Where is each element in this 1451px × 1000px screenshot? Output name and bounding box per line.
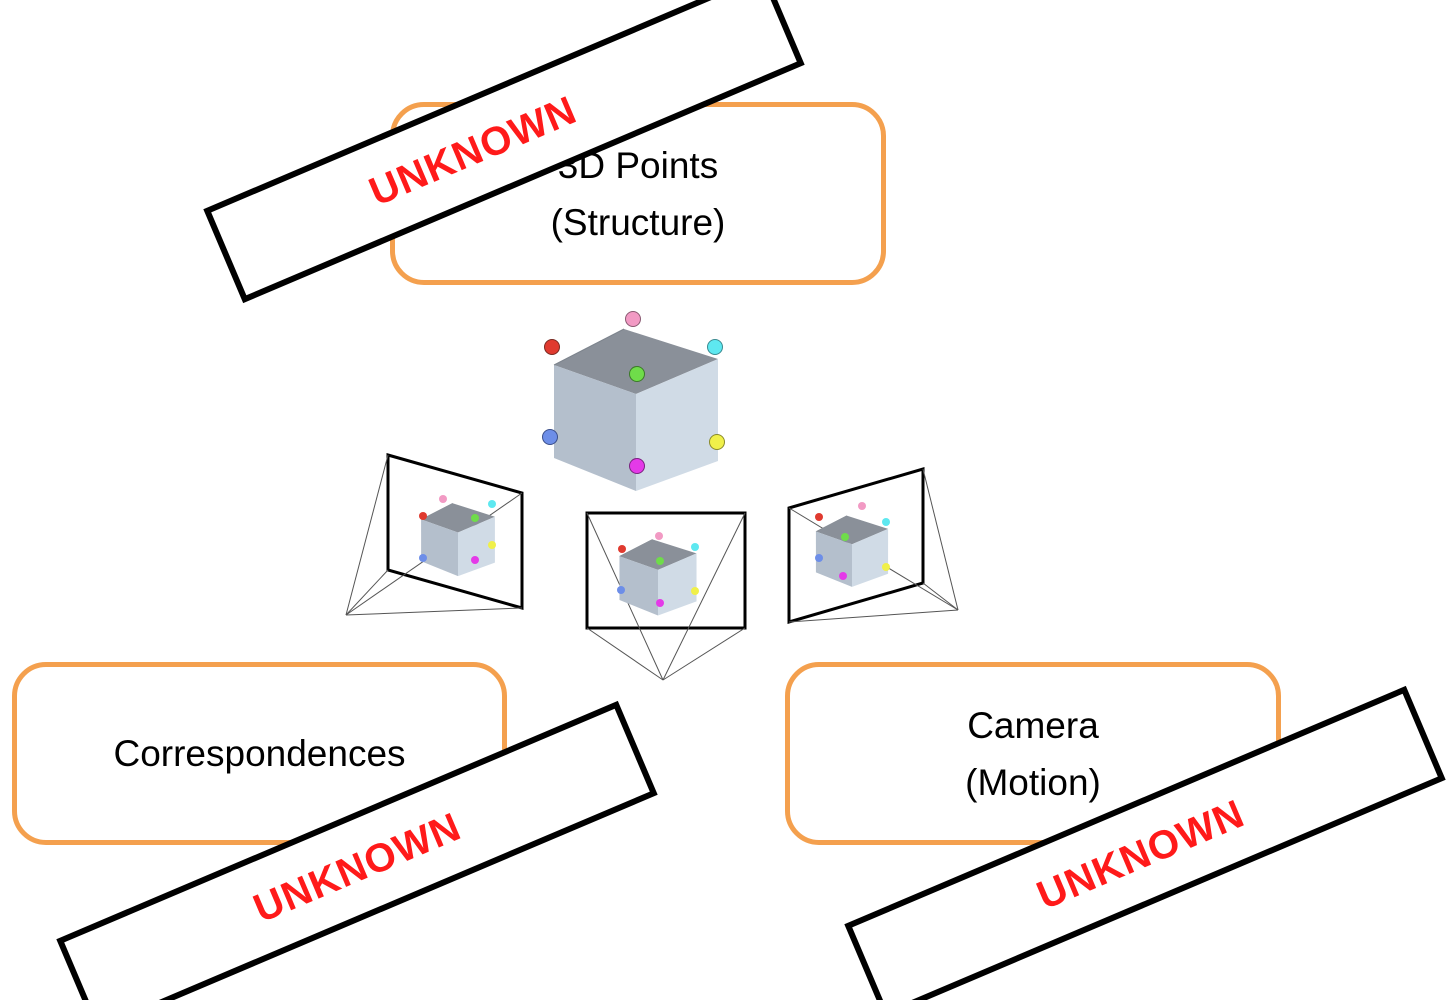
structure-unknown-stamp: UNKNOWN: [203, 0, 805, 304]
structure-subtitle: (Structure): [550, 201, 726, 243]
camera-frustum-icon: [787, 467, 959, 624]
motion-unknown-stamp: UNKNOWN: [844, 685, 1446, 1000]
correspondences-unknown-stamp: UNKNOWN: [56, 700, 658, 1000]
motion-subtitle: (Motion): [965, 761, 1101, 803]
correspondences-title: Correspondences: [113, 733, 406, 774]
camera-frustum-icon: [345, 453, 524, 616]
cube-icon: [542, 311, 725, 492]
motion-title: Camera: [967, 704, 1099, 746]
camera-frustum-icon: [585, 511, 747, 681]
